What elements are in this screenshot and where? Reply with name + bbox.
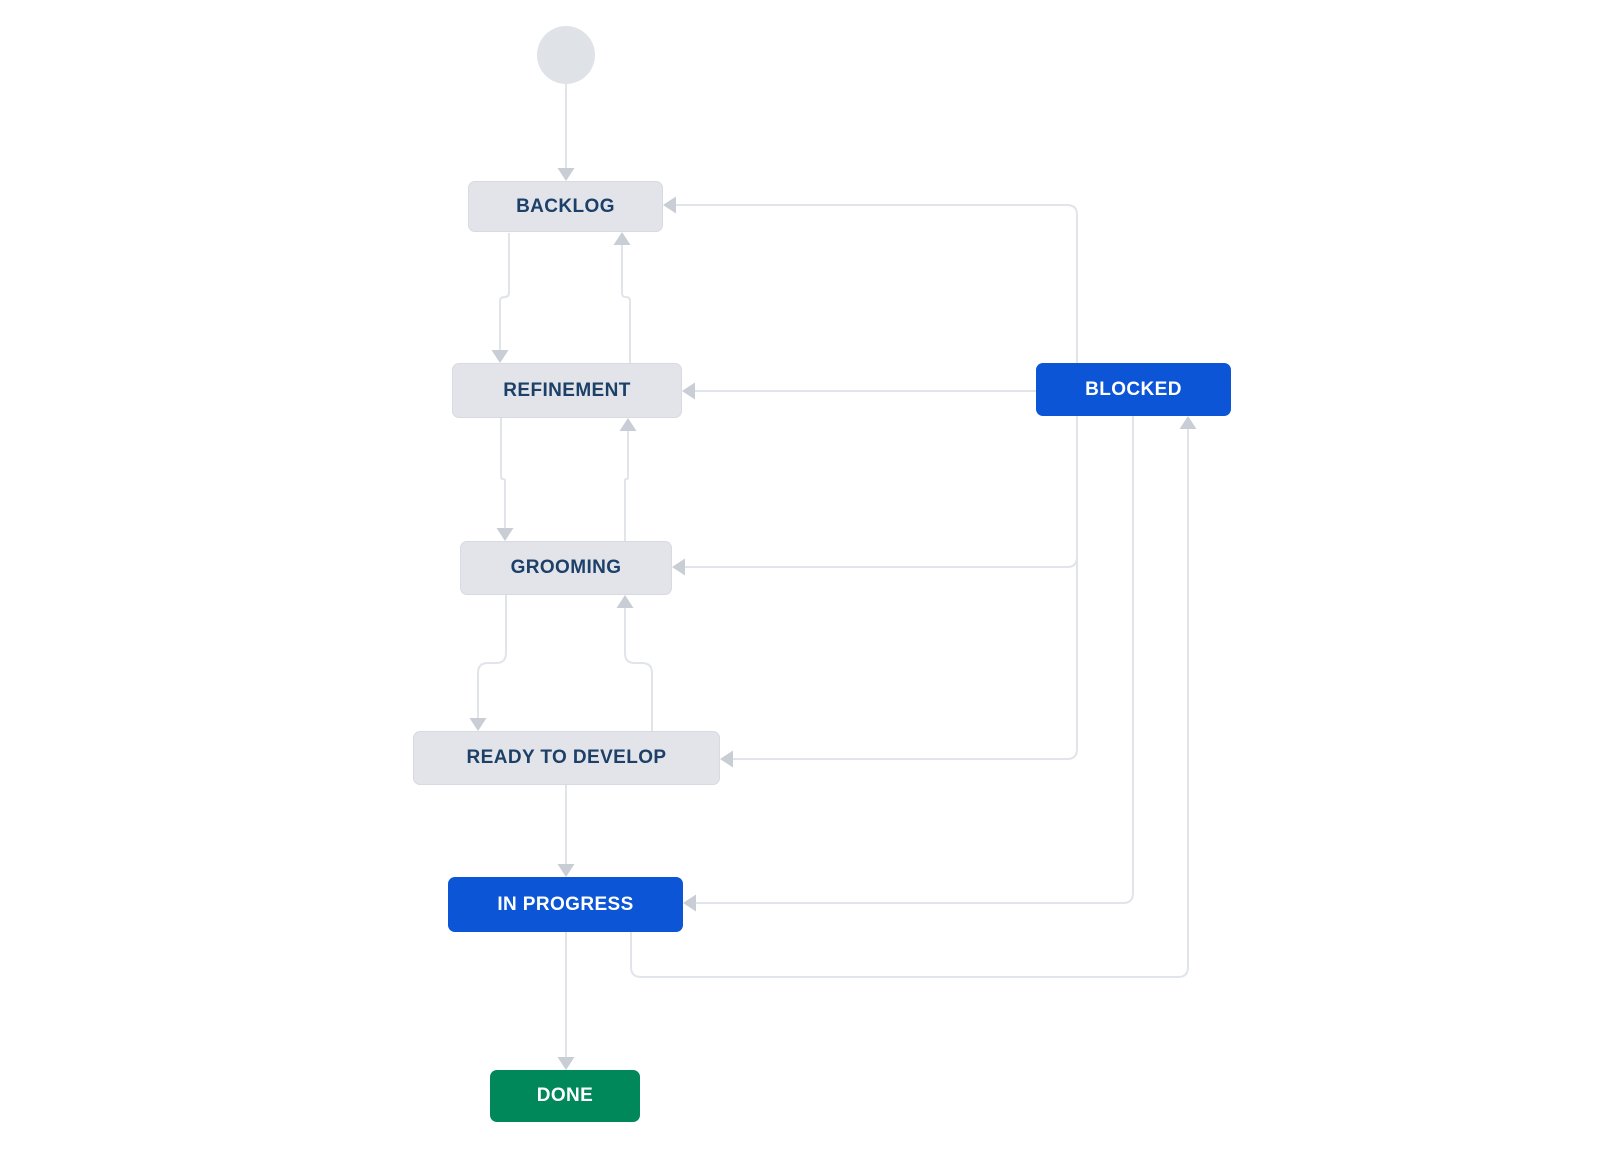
transition-line-blocked-to-grooming [685,416,1078,568]
transition-arrowhead-grooming-to-ready-to-develop [469,718,487,731]
transition-arrowhead-grooming-to-refinement [619,418,637,431]
transition-arrowhead-in-progress-to-blocked [1179,416,1197,429]
transition-arrowhead-blocked-to-backlog [663,196,676,214]
transition-line-grooming-to-ready-to-develop [477,595,507,718]
transition-arrowhead-refinement-to-backlog [613,232,631,245]
status-label-grooming: GROOMING [510,557,622,578]
transition-arrowhead-in-progress-to-done [557,1057,575,1070]
transition-line-ready-to-develop-to-grooming [624,608,653,731]
status-node-refinement[interactable]: REFINEMENT [452,363,682,418]
transition-arrowhead-start-to-backlog [557,168,575,181]
status-node-blocked[interactable]: BLOCKED [1036,363,1231,416]
transition-arrowhead-blocked-to-in-progress [683,894,696,912]
status-node-backlog[interactable]: BACKLOG [468,181,663,232]
status-node-in-progress[interactable]: IN PROGRESS [448,877,683,932]
transition-arrowhead-blocked-to-grooming [672,558,685,576]
status-node-grooming[interactable]: GROOMING [460,541,672,595]
transition-line-grooming-to-refinement [624,431,629,541]
status-label-refinement: REFINEMENT [503,379,631,401]
transition-line-blocked-to-in-progress [696,416,1134,904]
transition-arrowhead-blocked-to-ready-to-develop [720,750,733,768]
status-label-done: DONE [536,1085,594,1106]
transition-arrowhead-refinement-to-grooming [496,528,514,541]
transition-line-refinement-to-backlog [621,245,631,363]
start-node [537,26,595,84]
transition-arrowhead-ready-to-develop-to-in-progress [557,864,575,877]
transition-arrowhead-ready-to-develop-to-grooming [616,595,634,608]
status-label-blocked: BLOCKED [1085,378,1182,400]
transition-arrowhead-backlog-to-refinement [491,350,509,363]
transition-arrowhead-blocked-to-refinement [682,382,695,400]
status-label-ready-to-develop: READY TO DEVELOP [466,747,667,768]
status-label-backlog: BACKLOG [516,195,615,217]
transition-line-blocked-to-backlog [676,204,1078,363]
status-node-ready-to-develop[interactable]: READY TO DEVELOP [413,731,720,785]
status-label-in-progress: IN PROGRESS [497,893,634,915]
transition-line-backlog-to-refinement [499,233,510,350]
transition-line-in-progress-to-blocked [630,429,1189,978]
transition-line-blocked-to-ready-to-develop [733,416,1078,760]
status-node-done[interactable]: DONE [490,1070,640,1122]
transition-line-refinement-to-grooming [500,418,506,528]
